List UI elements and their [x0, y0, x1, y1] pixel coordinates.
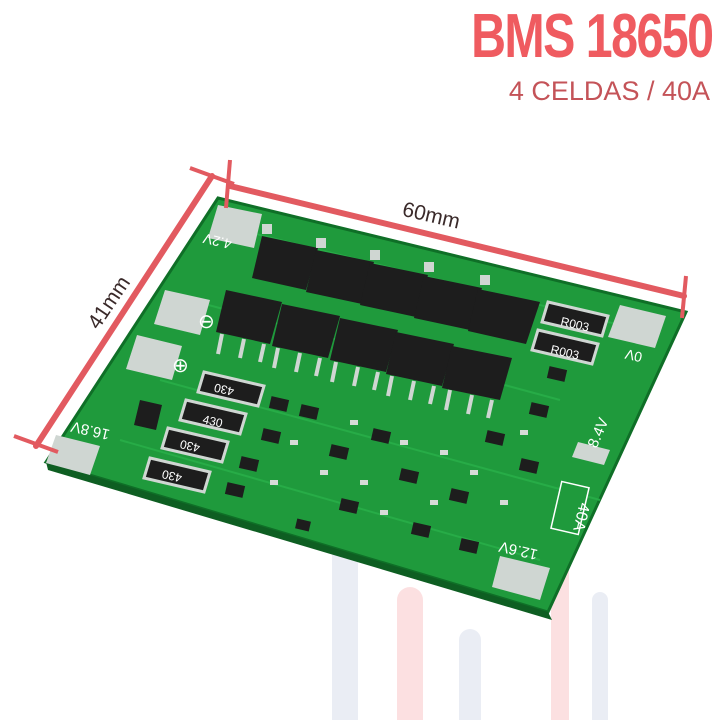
positive-symbol: ⊕ — [172, 355, 189, 377]
solder-pads — [46, 205, 666, 600]
label-0v: 0V — [623, 346, 644, 366]
ic-field — [224, 366, 568, 554]
mosfet-row-bottom — [216, 290, 512, 419]
label-4-2v: 4.2V — [201, 230, 233, 252]
smd-components-left: 430 430 430 430 — [134, 370, 266, 494]
product-subtitle: 4 CELDAS / 40A — [508, 76, 710, 106]
label-40a: 40A — [569, 501, 592, 533]
current-rating-box: 40A — [550, 480, 592, 536]
resistor-label: R003 — [549, 342, 580, 362]
component-code: 430 — [160, 467, 183, 485]
product-title: BMS 18650 — [470, 2, 714, 71]
component-code: 430 — [178, 437, 201, 455]
passive-field — [270, 420, 528, 515]
sense-resistors: R003 R003 — [530, 300, 610, 366]
component-code: 430 — [201, 412, 224, 430]
negative-symbol: ⊖ — [198, 311, 215, 333]
mosfet-row-top — [252, 224, 540, 344]
component-code: 430 — [212, 380, 235, 398]
resistor-label: R003 — [559, 314, 590, 334]
